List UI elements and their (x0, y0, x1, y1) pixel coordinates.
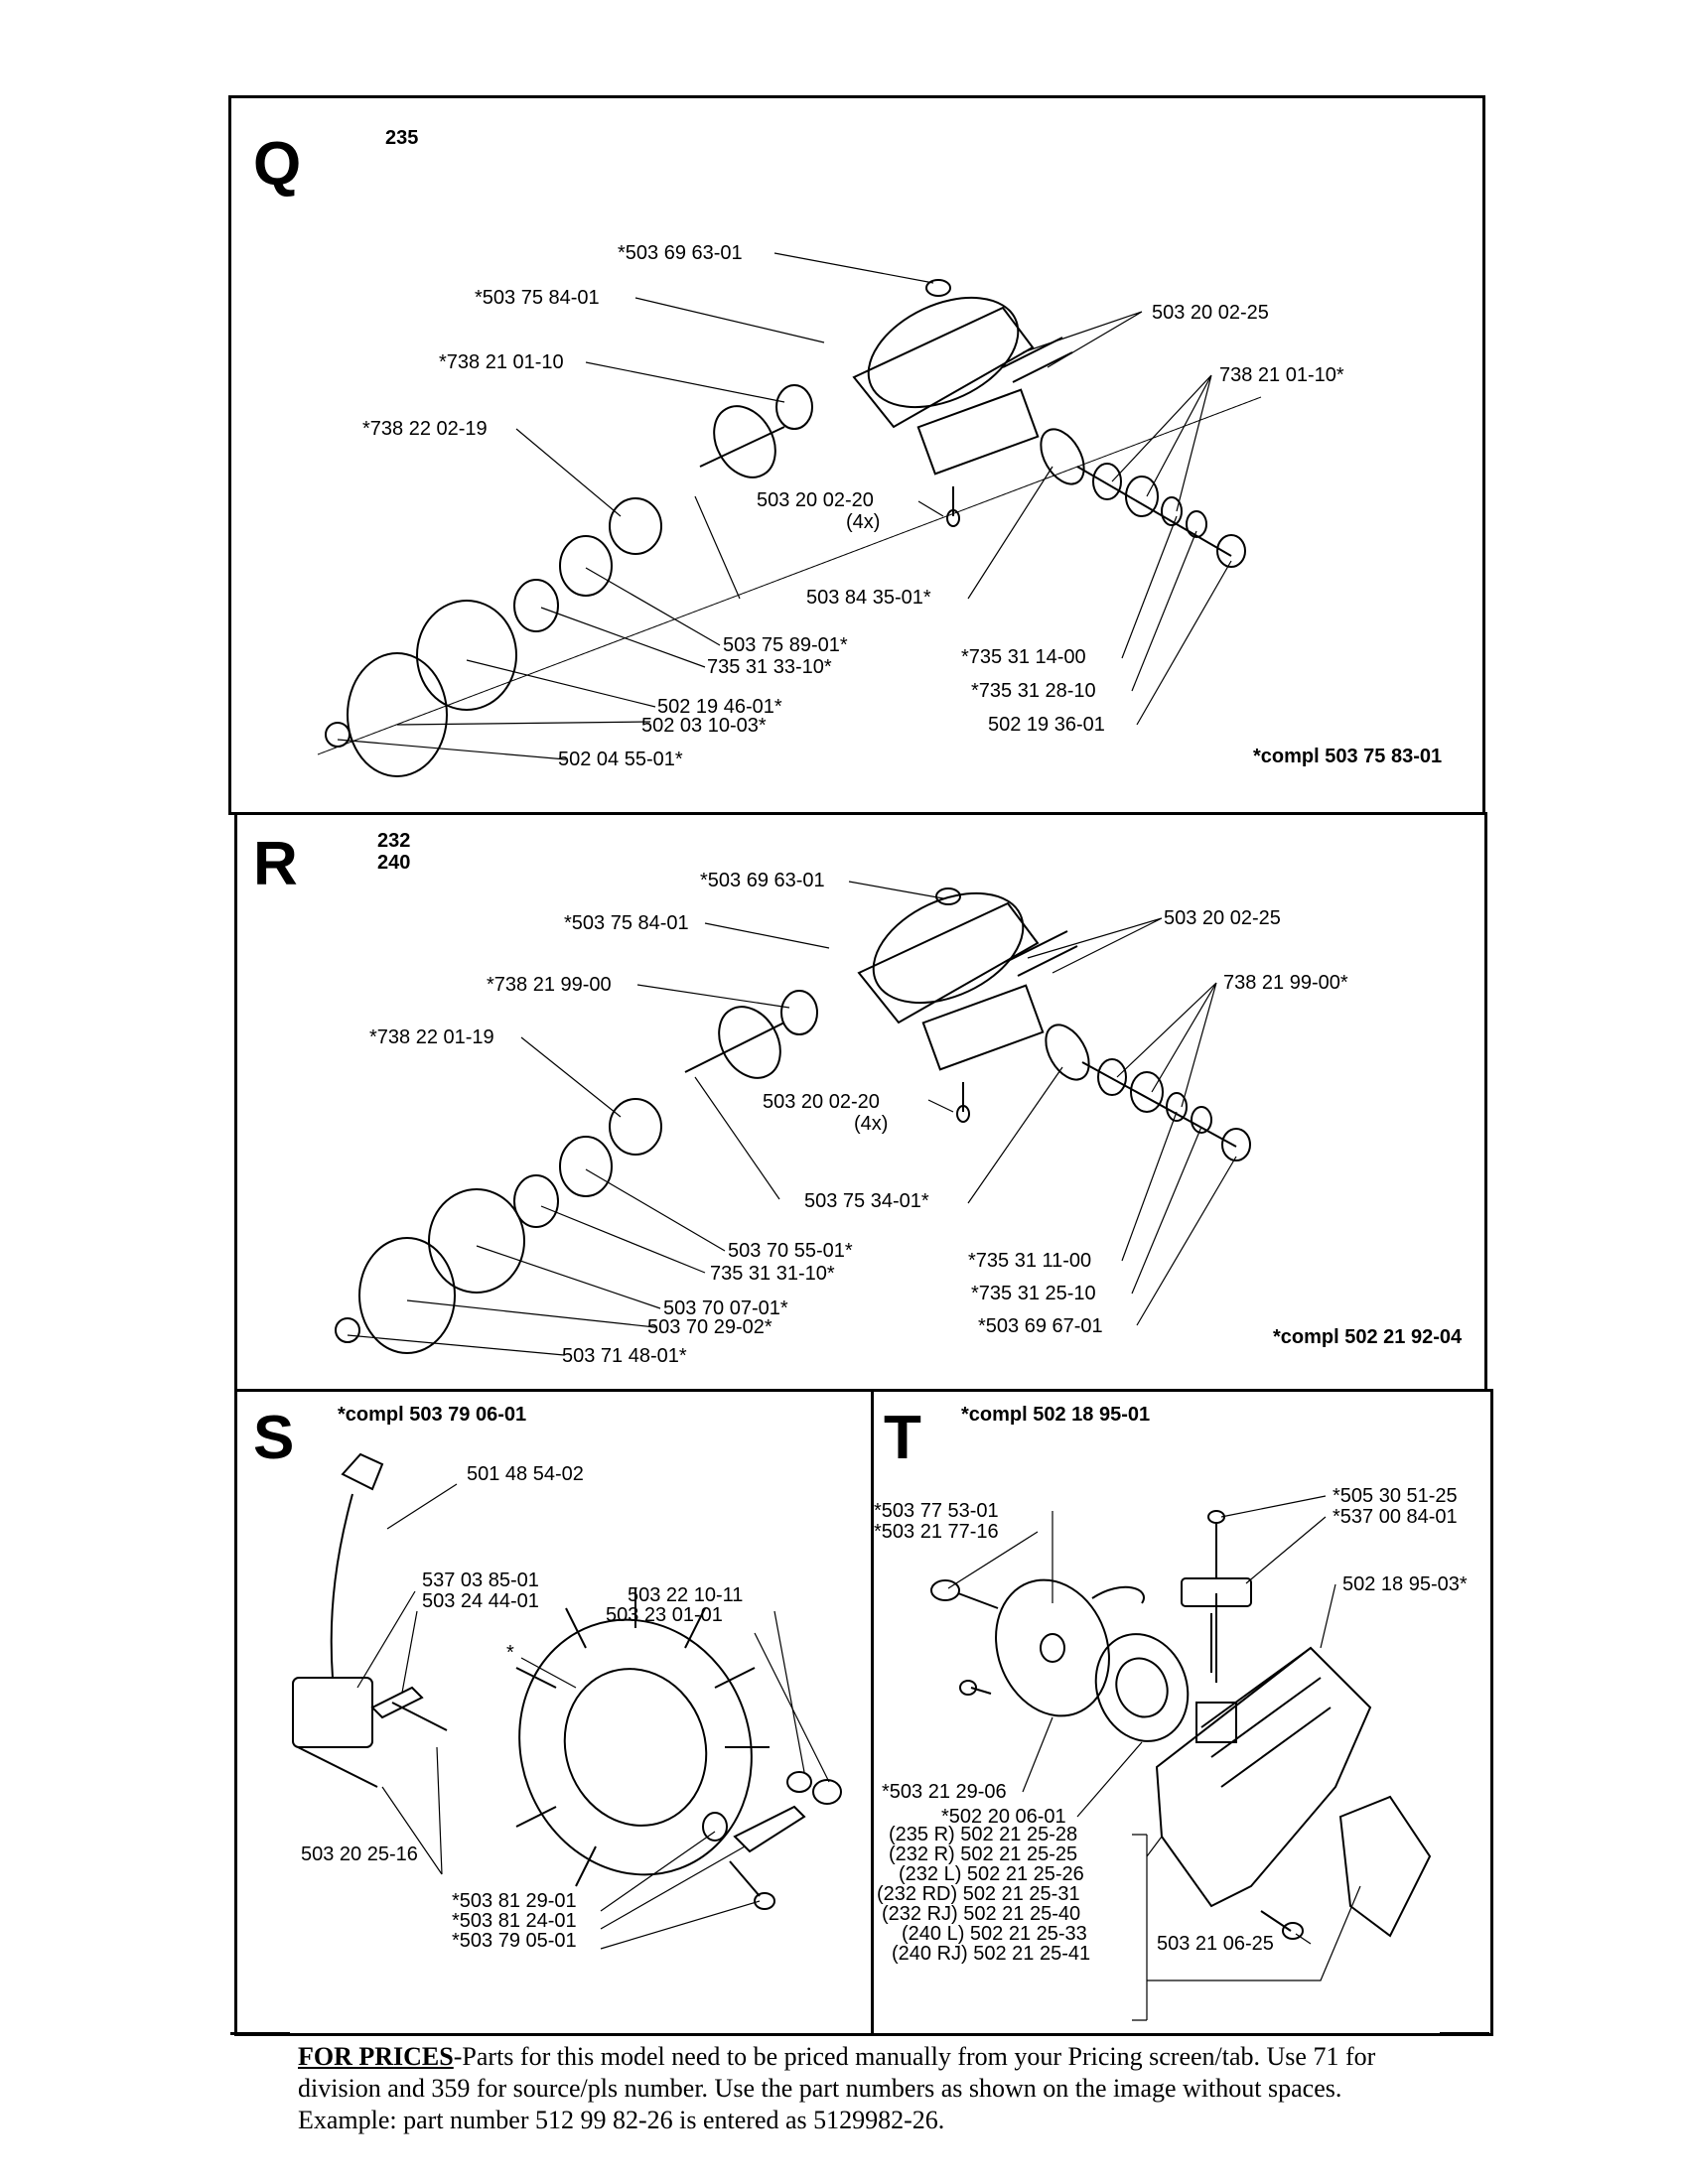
q-label: *738 21 01-10 (439, 351, 564, 373)
s-label: 501 48 54-02 (467, 1463, 584, 1485)
pricing-footer-note: FOR PRICES-Parts for this model need to … (298, 2041, 1440, 2136)
r-label: (4x) (854, 1113, 889, 1135)
r-label: *503 69 63-01 (700, 870, 825, 891)
r-label: 503 70 07-01* (663, 1297, 788, 1319)
t-label: 502 18 95-03* (1342, 1573, 1468, 1595)
s-complete-number: *compl 503 79 06-01 (338, 1404, 527, 1426)
t-label: *503 21 29-06 (882, 1781, 1007, 1803)
bottom-rule-right (1440, 2032, 1489, 2035)
section-r-model: 240 (377, 852, 411, 874)
r-label: 503 20 02-20 (763, 1091, 880, 1113)
t-variant: (240 RJ) 502 21 25-41 (892, 1943, 1091, 1965)
s-label: 503 24 44-01 (422, 1590, 539, 1612)
section-q-model: 235 (385, 127, 419, 149)
r-leader-lines (347, 881, 1237, 1356)
section-q-letter: Q (253, 130, 302, 199)
q-label: (4x) (846, 511, 881, 533)
q-label: 738 21 01-10* (1219, 364, 1344, 386)
r-label: *735 31 25-10 (971, 1283, 1096, 1304)
q-leader-lines (337, 252, 1232, 760)
s-label: * (506, 1642, 514, 1664)
t-starter-drawing (930, 1510, 1432, 1940)
bottom-rule-left (230, 2032, 290, 2035)
s-label: *503 81 29-01 (452, 1890, 577, 1912)
r-label: 738 21 99-00* (1223, 972, 1348, 994)
section-r-letter: R (253, 830, 298, 898)
q-label: *735 31 28-10 (971, 680, 1096, 702)
q-label: 503 84 35-01* (806, 587, 931, 609)
r-label: 503 20 02-25 (1164, 907, 1281, 929)
section-r-model: 232 (377, 830, 411, 852)
r-label: 735 31 31-10* (710, 1263, 835, 1285)
r-label: 503 75 34-01* (804, 1190, 929, 1212)
s-label: 503 20 25-16 (301, 1843, 418, 1865)
r-label: *735 31 11-00 (968, 1250, 1092, 1272)
t-complete-number: *compl 502 18 95-01 (961, 1404, 1151, 1426)
frame-section-t (871, 1389, 1493, 2036)
s-label: 537 03 85-01 (422, 1570, 539, 1591)
t-variant: (235 R) 502 21 25-28 (889, 1824, 1078, 1845)
s-label: *503 81 24-01 (452, 1910, 577, 1932)
q-label: 503 20 02-20 (757, 489, 874, 511)
q-complete-number: *compl 503 75 83-01 (1253, 746, 1443, 767)
r-label: *738 21 99-00 (487, 974, 612, 996)
q-label: 502 19 46-01* (657, 696, 782, 718)
footer-text: -Parts for this model need to be priced … (298, 2042, 1376, 2134)
q-label: 502 03 10-03* (641, 715, 767, 737)
q-label: *503 69 63-01 (618, 242, 743, 264)
s-label: 503 23 01-01 (606, 1604, 723, 1626)
r-complete-number: *compl 502 21 92-04 (1273, 1326, 1463, 1348)
s-label: *503 79 05-01 (452, 1930, 577, 1952)
t-variant: (232 RJ) 502 21 25-40 (882, 1903, 1081, 1925)
r-gearhead-drawing (335, 887, 1251, 1354)
t-label: *503 77 53-01 (874, 1500, 999, 1522)
q-label: *735 31 14-00 (961, 646, 1086, 668)
q-label: *503 75 84-01 (475, 287, 600, 309)
q-label: 503 75 89-01* (723, 634, 848, 656)
t-variant: (240 L) 502 21 25-33 (902, 1923, 1087, 1945)
r-label: 503 71 48-01* (562, 1345, 687, 1367)
t-label: *503 21 77-16 (874, 1521, 999, 1543)
s-ignition-drawing (292, 1452, 842, 1910)
t-variant: (232 R) 502 21 25-25 (889, 1843, 1078, 1865)
t-label: *502 20 06-01 (941, 1806, 1066, 1828)
t-label: *505 30 51-25 (1333, 1485, 1458, 1507)
t-label: *537 00 84-01 (1333, 1506, 1458, 1528)
t-variant: (232 L) 502 21 25-26 (899, 1863, 1084, 1885)
t-label: 503 21 06-25 (1157, 1933, 1274, 1955)
footer-lead: FOR PRICES (298, 2042, 454, 2071)
q-label: *738 22 02-19 (362, 418, 488, 440)
q-label: 735 31 33-10* (707, 656, 832, 678)
q-label: 502 19 36-01 (988, 714, 1105, 736)
r-label: 503 70 29-02* (647, 1316, 772, 1338)
r-label: *738 22 01-19 (369, 1026, 494, 1048)
t-variant: (232 RD) 502 21 25-31 (877, 1883, 1080, 1905)
t-leader-lines (947, 1495, 1361, 2021)
section-t-letter: T (884, 1404, 921, 1472)
section-s-letter: S (253, 1404, 295, 1472)
q-label: 502 04 55-01* (558, 749, 683, 770)
s-label: 503 22 10-11 (628, 1584, 744, 1606)
r-label: 503 70 55-01* (728, 1240, 853, 1262)
s-leader-lines (356, 1483, 830, 1950)
r-label: *503 75 84-01 (564, 912, 689, 934)
r-label: *503 69 67-01 (978, 1315, 1103, 1337)
q-label: 503 20 02-25 (1152, 302, 1269, 324)
